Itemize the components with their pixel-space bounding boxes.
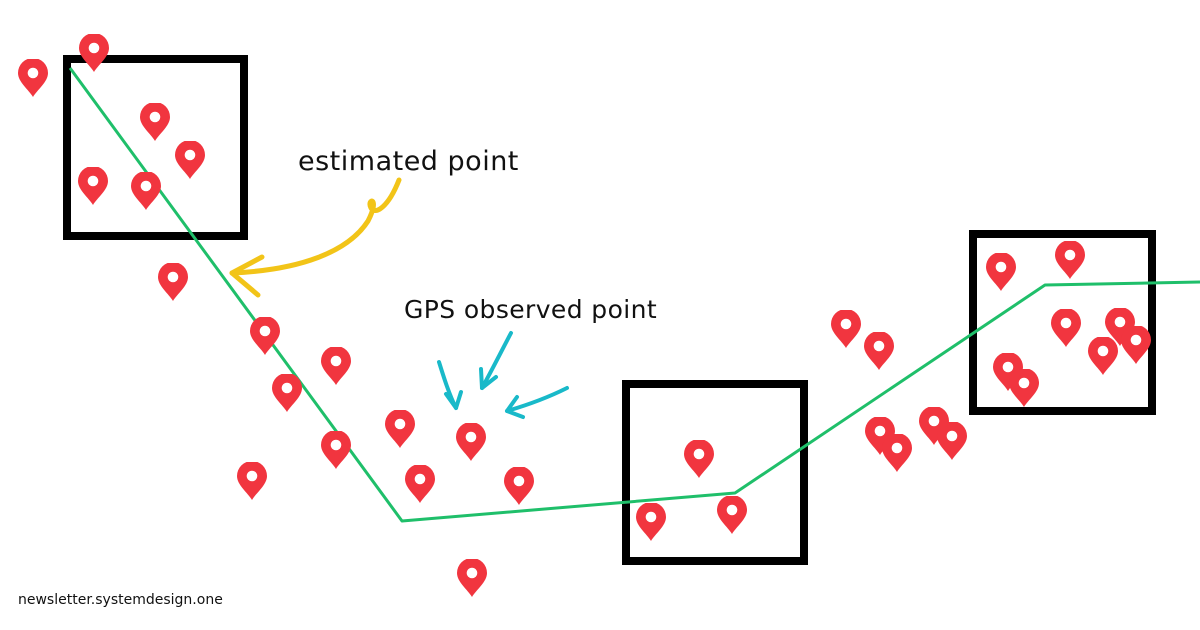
estimated-point-arrowhead: [229, 254, 265, 298]
map-pin-icon: [237, 462, 267, 500]
gps-arrow-right: [505, 386, 569, 413]
map-pin-icon: [272, 374, 302, 412]
map-pin-icon: [1055, 241, 1085, 279]
map-pin-icon: [636, 503, 666, 541]
estimation-box-3: [969, 230, 1156, 415]
newsletter-watermark: newsletter.systemdesign.one: [18, 592, 223, 608]
map-pin-icon: [1088, 337, 1118, 375]
gps-point-arrows: [437, 331, 569, 419]
map-pin-icon: [140, 103, 170, 141]
map-pin-icon: [175, 141, 205, 179]
map-pin-icon: [321, 347, 351, 385]
map-pin-icon: [986, 253, 1016, 291]
estimated-route-line: [68, 67, 1200, 523]
map-pin-icon: [504, 467, 534, 505]
gps-arrow-middle-head: [479, 367, 498, 390]
estimated-point-arrow: [229, 177, 402, 276]
map-pin-icon: [18, 59, 48, 97]
map-pin-icon: [831, 310, 861, 348]
map-pin-icon: [385, 410, 415, 448]
map-pin-icon: [457, 559, 487, 597]
map-pin-icon: [937, 422, 967, 460]
map-pin-icon: [405, 465, 435, 503]
map-pin-icon: [321, 431, 351, 469]
map-pin-icon: [456, 423, 486, 461]
map-pin-icon: [717, 496, 747, 534]
map-pin-icon: [158, 263, 188, 301]
map-pin-icon: [79, 34, 109, 72]
estimated-point-label: estimated point: [298, 146, 519, 177]
gps-observed-point-label: GPS observed point: [404, 295, 658, 324]
map-pin-icon: [684, 440, 714, 478]
map-pin-icon: [1051, 309, 1081, 347]
map-pin-icon: [882, 434, 912, 472]
gps-arrow-left-head: [444, 390, 463, 410]
map-pin-icon: [864, 332, 894, 370]
map-pin-icon: [1009, 369, 1039, 407]
map-pin-icon: [131, 172, 161, 210]
gps-arrow-middle: [480, 331, 513, 390]
estimation-box-1: [63, 55, 248, 240]
estimation-box-2: [622, 380, 808, 565]
map-pin-icon: [78, 167, 108, 205]
map-pin-icon: [1121, 326, 1151, 364]
gps-arrow-right-head: [505, 395, 525, 419]
